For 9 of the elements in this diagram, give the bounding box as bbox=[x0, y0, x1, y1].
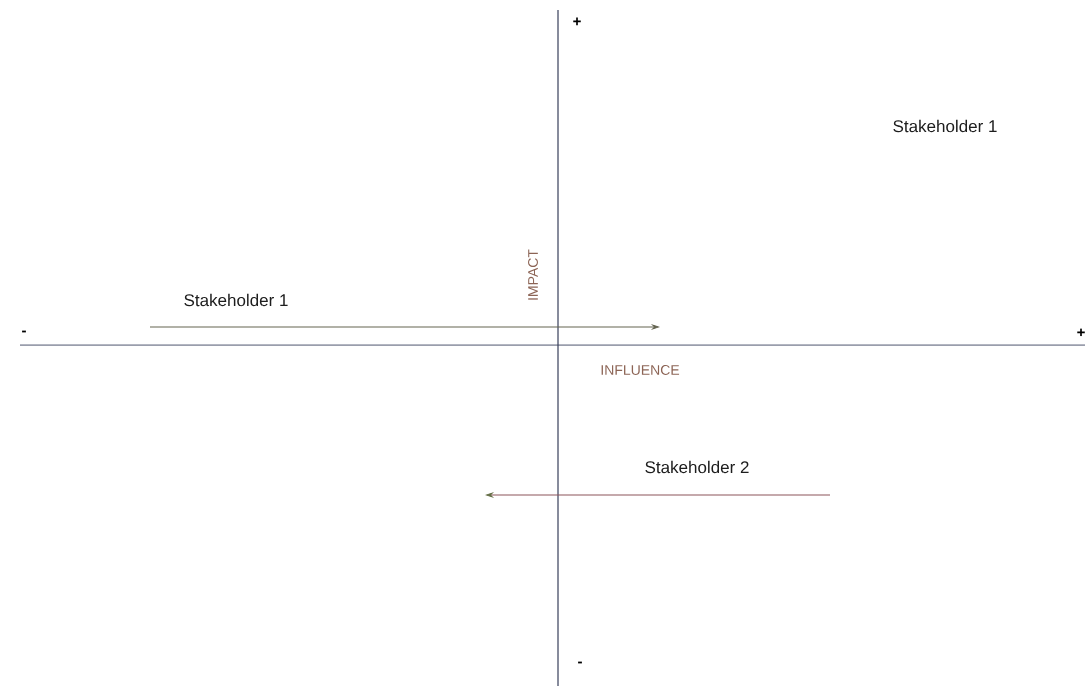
stakeholder-label: Stakeholder 2 bbox=[645, 460, 749, 474]
axis-title: IMPACT bbox=[528, 249, 538, 300]
stakeholder-label: Stakeholder 1 bbox=[893, 119, 997, 133]
axis-title: INFLUENCE bbox=[601, 365, 680, 375]
axis-end-sign: + bbox=[573, 17, 581, 26]
axis-end-sign: - bbox=[22, 330, 26, 333]
axis-end-sign: + bbox=[1077, 328, 1085, 337]
axis-end-sign: - bbox=[578, 661, 582, 664]
stakeholder-label: Stakeholder 1 bbox=[184, 293, 288, 307]
